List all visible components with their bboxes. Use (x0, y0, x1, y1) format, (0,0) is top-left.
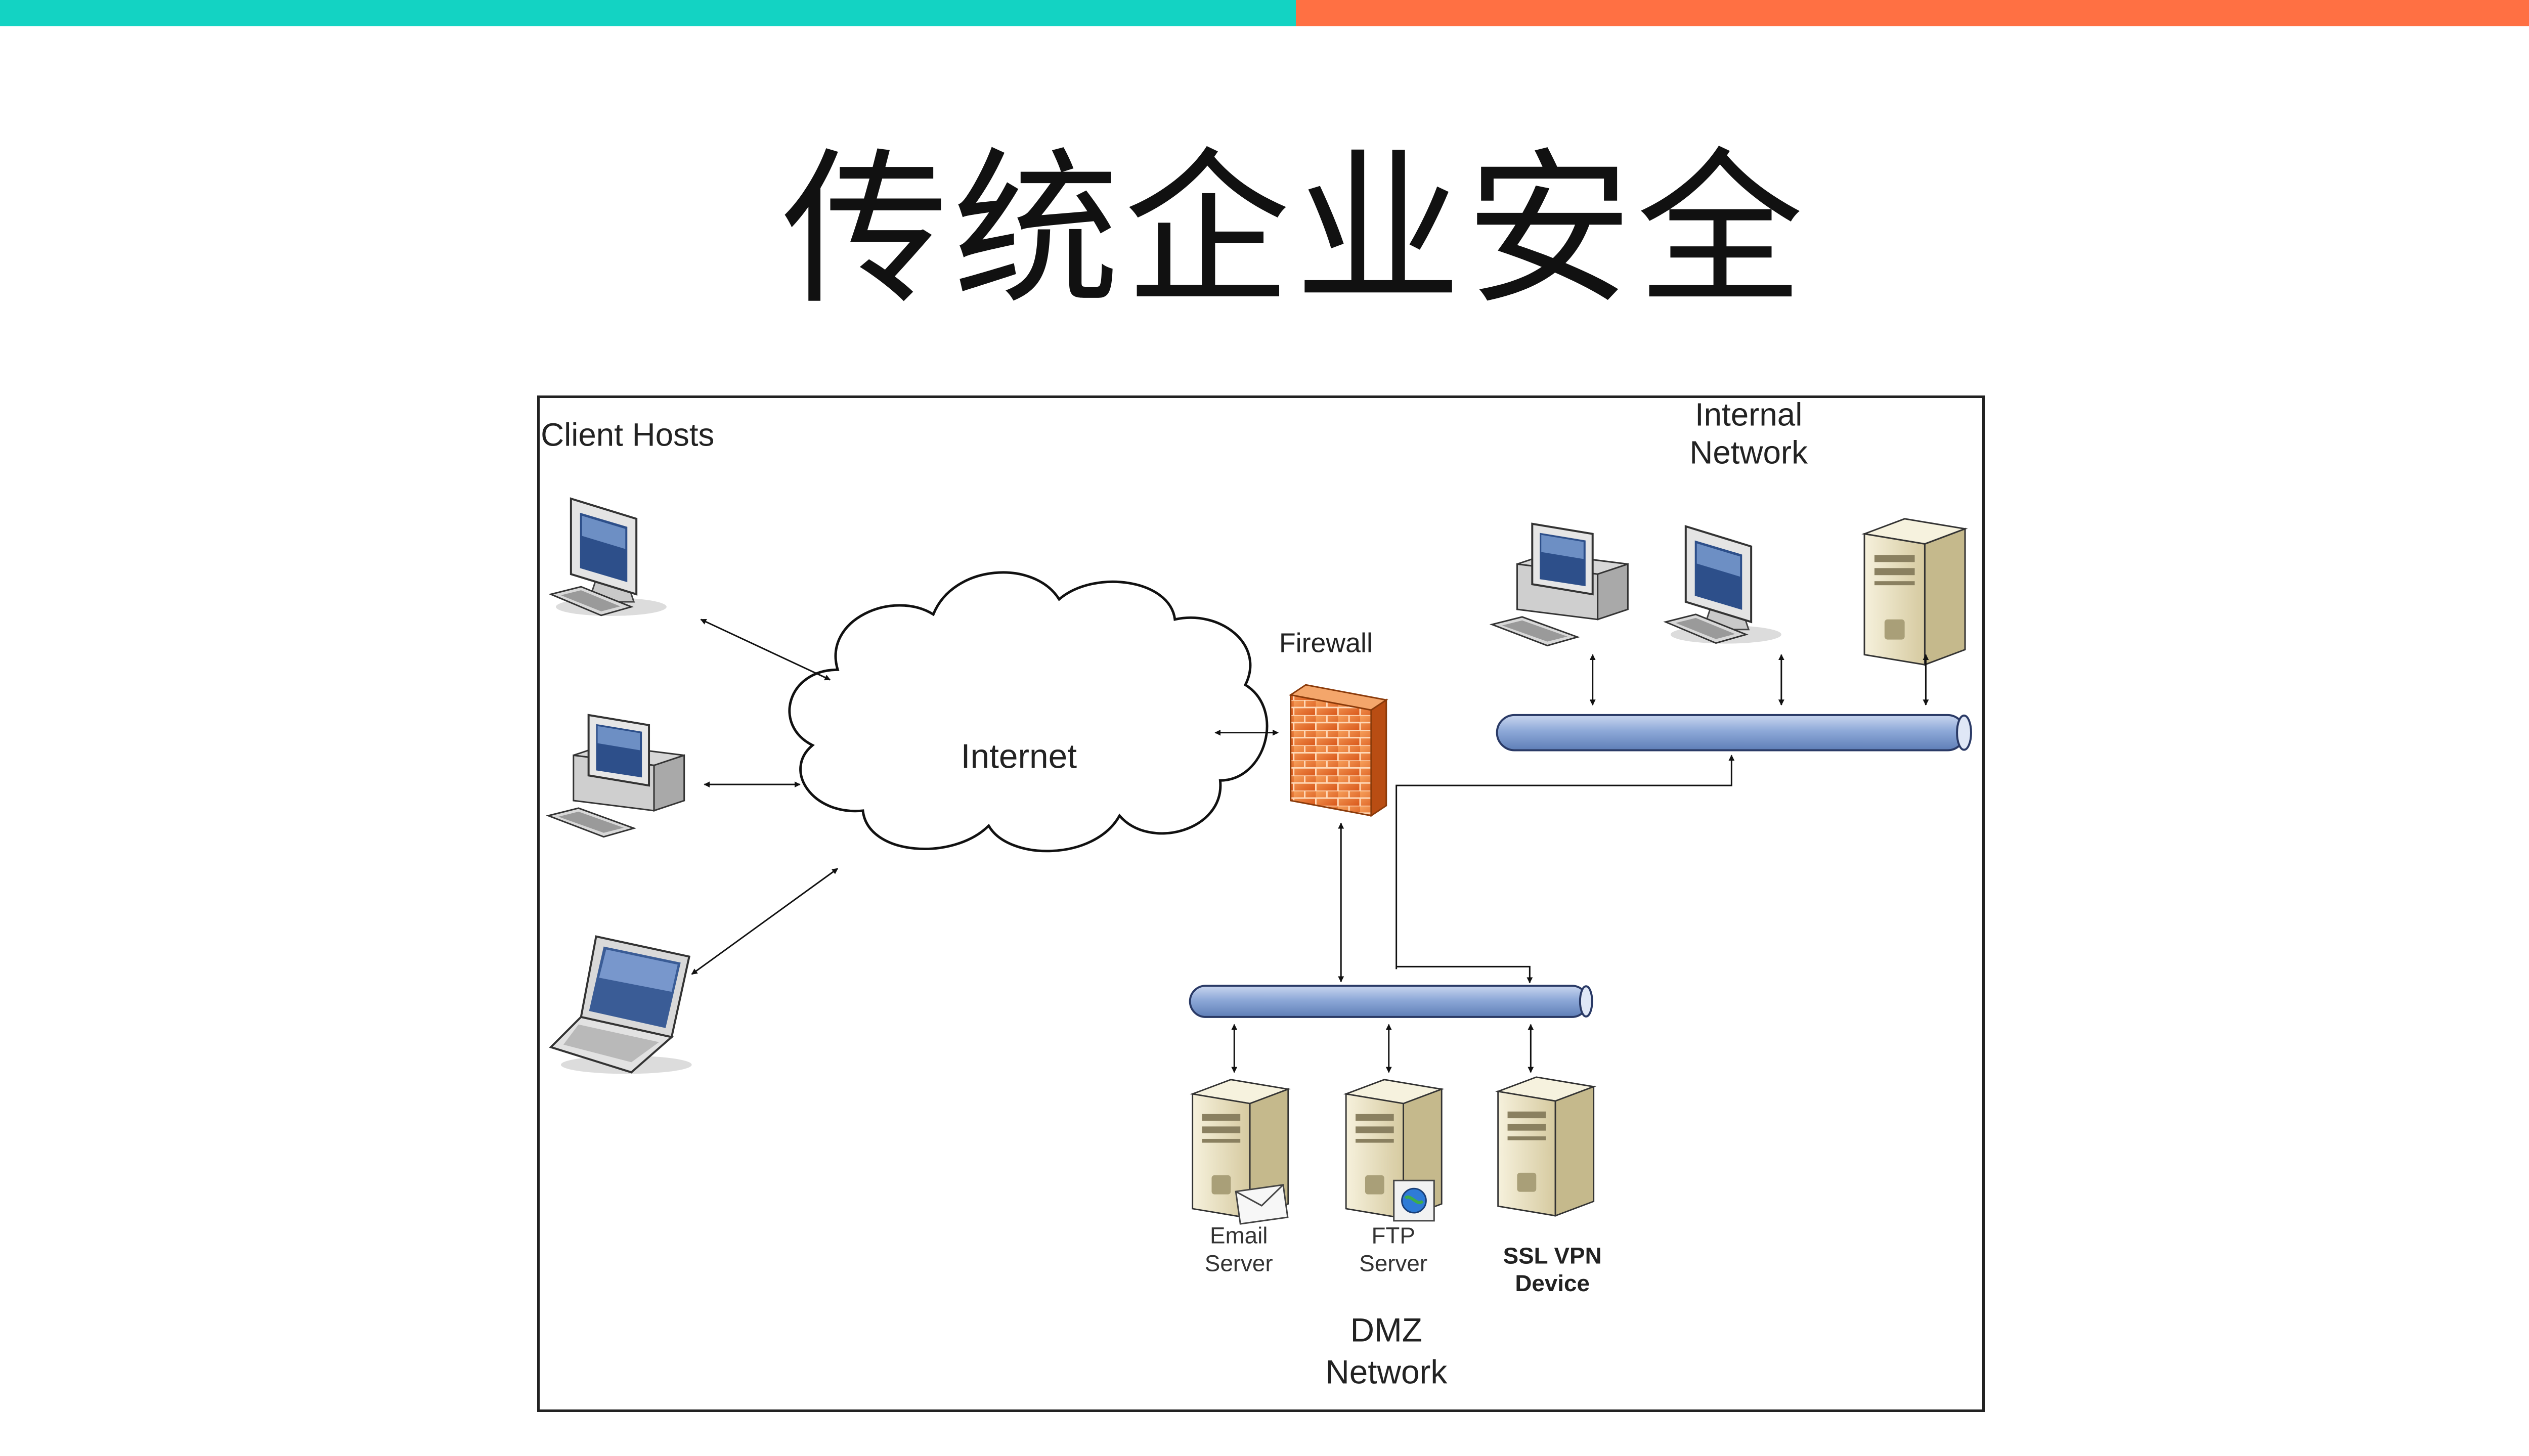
network-diagram: Client Hosts Internal Network Firewall I… (537, 395, 1985, 1412)
internal-network-bus-icon (1496, 714, 1972, 752)
dmz-network-label-line2: Network (1325, 1353, 1447, 1390)
client-laptop-icon (550, 935, 693, 1075)
ssl-vpn-label-line2: Device (1515, 1270, 1590, 1296)
client-desktop-icon (547, 714, 685, 838)
ftp-server-label-line1: FTP (1371, 1223, 1415, 1249)
client1-internet-link (700, 619, 831, 681)
accent-bar-teal (0, 0, 1296, 26)
email-server-label-line2: Server (1205, 1250, 1273, 1276)
dmz-network-label-line1: DMZ (1350, 1312, 1422, 1349)
internal-desktop-icon (1491, 522, 1629, 647)
dmz-network-bus-icon (1189, 985, 1593, 1018)
client3-internet-link (691, 868, 839, 975)
diagram-canvas: Client Hosts Internal Network Firewall I… (541, 397, 1972, 1390)
internet-label: Internet (961, 737, 1077, 775)
client-monitor-icon (550, 498, 668, 617)
slide-title: 传统企业安全 (781, 133, 1808, 327)
internal-monitor-icon (1665, 525, 1782, 645)
internal-server-icon (1863, 518, 1966, 666)
firewall-label: Firewall (1279, 628, 1373, 658)
email-server-label-line1: Email (1210, 1223, 1268, 1249)
ftp-server-icon (1345, 1079, 1443, 1222)
ftp-server-label-line2: Server (1359, 1250, 1427, 1276)
firewall-internal-link (1396, 755, 1735, 969)
internet-cloud-icon (788, 571, 1269, 853)
ssl-vpn-label-line1: SSL VPN (1503, 1243, 1602, 1268)
ftp-globe-icon (1393, 1179, 1435, 1222)
internal-network-label-line2: Network (1689, 434, 1808, 470)
accent-bar-orange (1296, 0, 2529, 26)
firewall-brick-icon (1288, 684, 1388, 817)
internal-network-label-line1: Internal (1695, 398, 1802, 433)
email-server-icon (1192, 1079, 1289, 1225)
client-hosts-label: Client Hosts (541, 417, 714, 453)
ssl-vpn-server-icon (1497, 1076, 1595, 1217)
dmz-vpn-link (1396, 965, 1533, 984)
email-envelope-icon (1235, 1184, 1289, 1225)
